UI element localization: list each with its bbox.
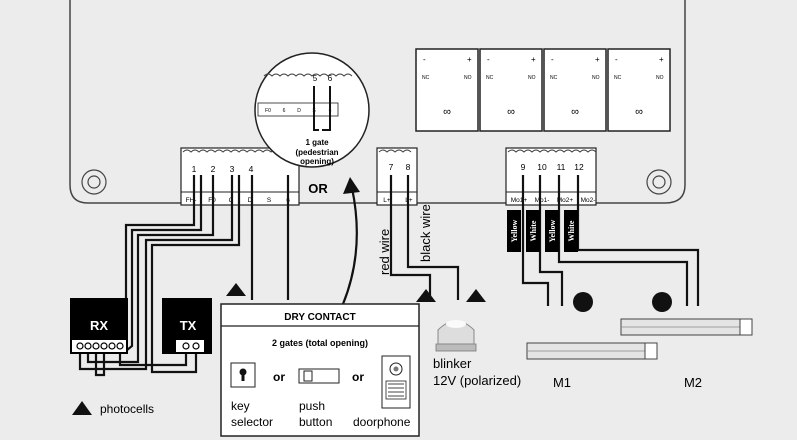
svg-text:key: key bbox=[231, 399, 250, 413]
svg-text:doorphone: doorphone bbox=[353, 415, 411, 429]
svg-text:-: - bbox=[615, 55, 618, 64]
svg-text:8: 8 bbox=[406, 162, 411, 172]
svg-text:button: button bbox=[299, 415, 332, 429]
svg-text:F0: F0 bbox=[265, 108, 271, 114]
svg-text:NC: NC bbox=[486, 75, 494, 81]
svg-text:D: D bbox=[248, 197, 253, 204]
svg-text:∞: ∞ bbox=[443, 106, 451, 118]
svg-text:6: 6 bbox=[283, 108, 286, 114]
svg-text:push: push bbox=[299, 399, 325, 413]
svg-text:4: 4 bbox=[249, 164, 254, 174]
svg-text:5: 5 bbox=[313, 74, 318, 83]
relay-bank: - + NC NO ∞ - + NC NO ∞ - + NC NO ∞ - + … bbox=[415, 48, 671, 132]
svg-text:NC: NC bbox=[550, 75, 558, 81]
svg-text:10: 10 bbox=[537, 162, 547, 172]
red-wire-label: red wire bbox=[377, 229, 392, 275]
relay: - + NC NO ∞ bbox=[479, 48, 543, 132]
svg-text:NO: NO bbox=[656, 75, 664, 81]
svg-text:2 gates (total opening): 2 gates (total opening) bbox=[272, 338, 368, 348]
svg-text:-: - bbox=[551, 55, 554, 64]
arrow-to-zoom bbox=[341, 187, 358, 305]
svg-text:∞: ∞ bbox=[635, 106, 643, 118]
photocells-marker-icon bbox=[226, 283, 246, 296]
svg-text:11: 11 bbox=[557, 162, 566, 172]
svg-text:DRY CONTACT: DRY CONTACT bbox=[284, 312, 355, 323]
svg-text:+: + bbox=[531, 55, 536, 64]
svg-text:+: + bbox=[659, 55, 664, 64]
photocells-legend-icon bbox=[72, 401, 92, 415]
svg-text:9: 9 bbox=[521, 162, 526, 172]
svg-text:(pedestrian: (pedestrian bbox=[295, 148, 338, 157]
terminal-block-blinker: 7 8 L+ L+ bbox=[376, 147, 418, 206]
relay: - + NC NO ∞ bbox=[543, 48, 607, 132]
svg-text:opening): opening) bbox=[300, 157, 334, 166]
motor-m1-label: M1 bbox=[553, 375, 571, 390]
svg-text:NC: NC bbox=[422, 75, 430, 81]
svg-text:Mo2+: Mo2+ bbox=[557, 197, 574, 204]
photocells-legend: photocells bbox=[100, 402, 154, 416]
svg-text:∞: ∞ bbox=[571, 106, 579, 118]
key-selector-icon bbox=[230, 362, 256, 388]
svg-text:∞: ∞ bbox=[507, 106, 515, 118]
motor-m2-label: M2 bbox=[684, 375, 702, 390]
svg-text:2: 2 bbox=[211, 164, 216, 174]
svg-text:White: White bbox=[529, 220, 538, 241]
svg-text:1: 1 bbox=[192, 164, 197, 174]
zoom-detail: F0 6 D S 6 5 6 1 gate (pedestrian openin… bbox=[254, 52, 370, 168]
svg-text:selector: selector bbox=[231, 415, 273, 429]
svg-text:NC: NC bbox=[614, 75, 622, 81]
svg-text:Yellow: Yellow bbox=[548, 219, 557, 242]
svg-text:NO: NO bbox=[528, 75, 536, 81]
svg-text:+: + bbox=[467, 55, 472, 64]
blinker-wires bbox=[389, 175, 460, 300]
motor-m2 bbox=[620, 292, 753, 336]
svg-text:TX: TX bbox=[180, 318, 197, 333]
blinker-label: blinker bbox=[433, 356, 472, 371]
svg-text:L+: L+ bbox=[383, 197, 391, 204]
svg-text:NO: NO bbox=[464, 75, 472, 81]
wire-color-tags: Yellow White Yellow White bbox=[507, 210, 578, 252]
polarity-marker-icon bbox=[416, 289, 436, 302]
dry-contact-panel: DRY CONTACT 2 gates (total opening) or o… bbox=[220, 303, 420, 437]
blinker-lamp-icon bbox=[435, 320, 477, 352]
svg-text:D: D bbox=[297, 108, 301, 114]
or-label: OR bbox=[308, 181, 328, 196]
doorphone-icon bbox=[381, 355, 411, 409]
svg-text:-: - bbox=[487, 55, 490, 64]
svg-text:RX: RX bbox=[90, 318, 108, 333]
motor-m1 bbox=[526, 292, 658, 360]
svg-text:or: or bbox=[352, 370, 364, 384]
svg-text:FH-: FH- bbox=[186, 197, 197, 204]
relay: - + NC NO ∞ bbox=[415, 48, 479, 132]
photocell-wires bbox=[78, 175, 241, 377]
svg-text:Mo1-: Mo1- bbox=[535, 197, 550, 204]
terminal-block-motors: 9 10 11 12 Mo1+ Mo1- Mo2+ Mo2- bbox=[505, 147, 597, 206]
svg-text:Yellow: Yellow bbox=[510, 219, 519, 242]
svg-text:12: 12 bbox=[574, 162, 584, 172]
svg-text:1 gate: 1 gate bbox=[305, 138, 329, 147]
svg-text:Mo1+: Mo1+ bbox=[511, 197, 528, 204]
mount-hole-left bbox=[81, 169, 107, 195]
svg-text:6: 6 bbox=[328, 74, 333, 83]
tx-transmitter: TX bbox=[162, 298, 212, 354]
svg-text:S: S bbox=[267, 197, 272, 204]
svg-text:3: 3 bbox=[230, 164, 235, 174]
push-button-icon bbox=[298, 368, 340, 384]
svg-text:-: - bbox=[423, 55, 426, 64]
svg-text:NO: NO bbox=[592, 75, 600, 81]
svg-text:Mo2-: Mo2- bbox=[581, 197, 596, 204]
relay: - + NC NO ∞ bbox=[607, 48, 671, 132]
black-wire-label: black wire bbox=[418, 204, 433, 262]
svg-text:+: + bbox=[595, 55, 600, 64]
svg-text:7: 7 bbox=[389, 162, 394, 172]
blinker-voltage-label: 12V (polarized) bbox=[433, 373, 521, 388]
rx-receiver: RX bbox=[70, 298, 128, 354]
polarity-marker-icon bbox=[466, 289, 486, 302]
svg-text:White: White bbox=[567, 220, 576, 241]
mount-hole-right bbox=[646, 169, 672, 195]
svg-text:or: or bbox=[273, 370, 285, 384]
